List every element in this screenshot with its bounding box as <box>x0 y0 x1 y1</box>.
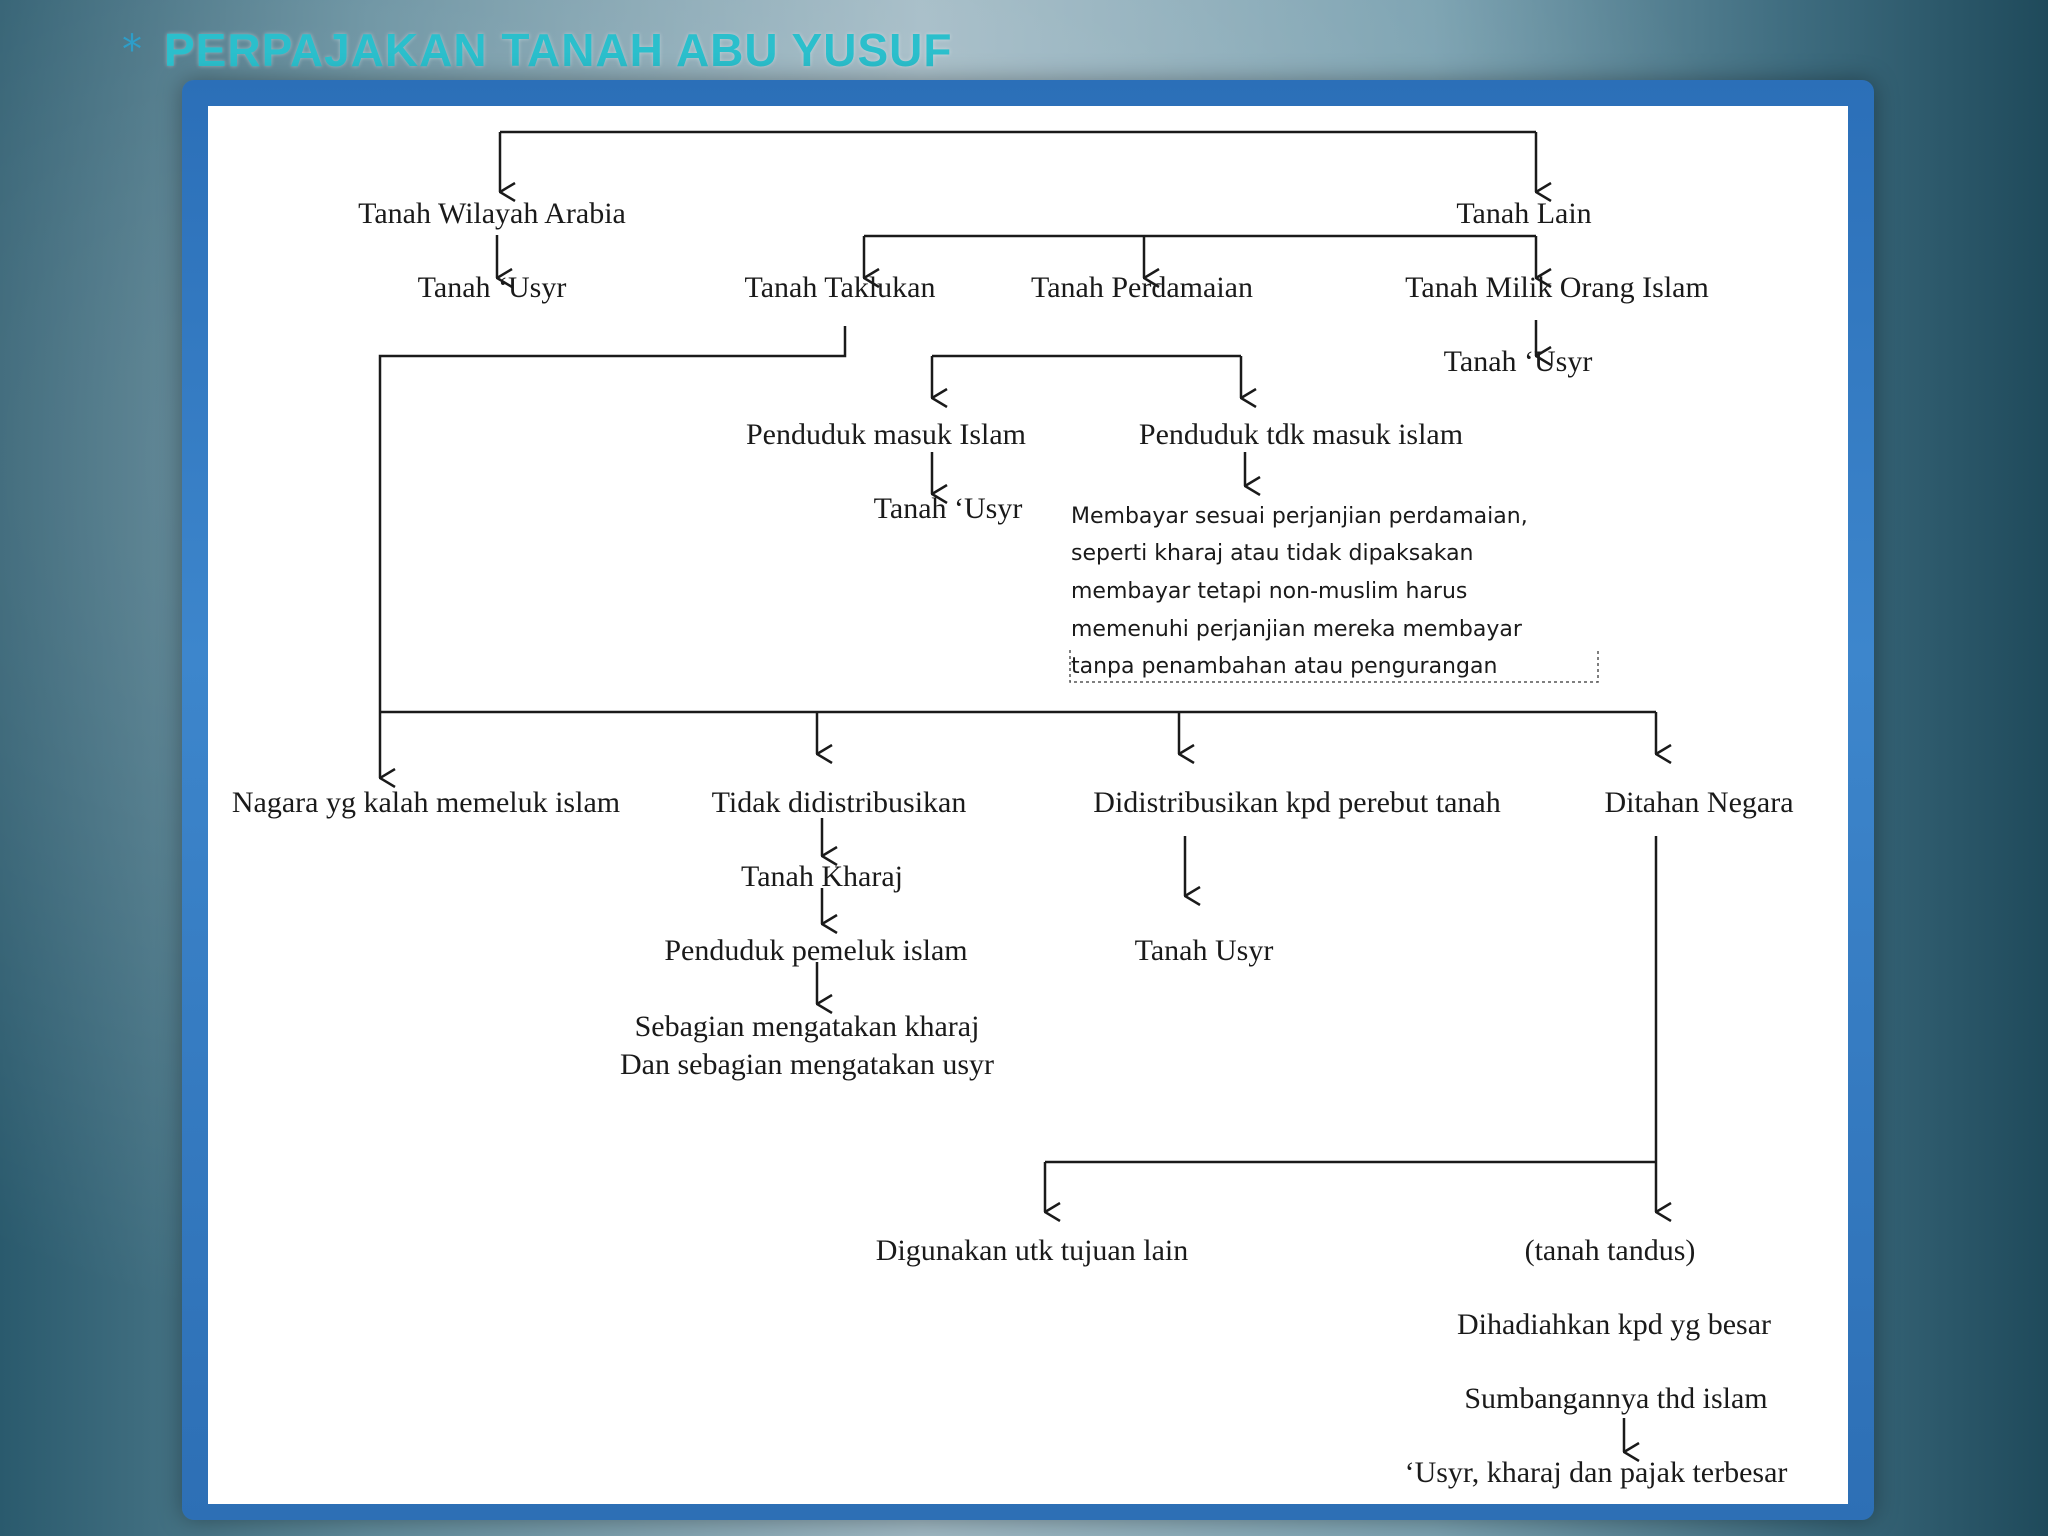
node-usyr-kharaj-pajak: ‘Usyr, kharaj dan pajak terbesar <box>1405 1456 1788 1489</box>
node-negara-kalah: Nagara yg kalah memeluk islam <box>232 786 620 819</box>
note-perjanjian: Membayar sesuai perjanjian perdamaian, s… <box>1071 504 1528 679</box>
edge-taklukan-down <box>378 326 847 712</box>
node-tanah-lain: Tanah Lain <box>1456 197 1591 230</box>
node-tanah-taklukan: Tanah Taklukan <box>744 271 935 304</box>
slide-title-row: * PERPAJAKAN TANAH ABU YUSUF <box>122 20 952 80</box>
node-ditahan-negara: Ditahan Negara <box>1604 786 1793 819</box>
node-tanah-tandus: (tanah tandus) <box>1525 1234 1696 1267</box>
node-labels: Tanah Wilayah Arabia Tanah Lain Tanah ‘U… <box>232 197 1794 1489</box>
node-tanah-kharaj: Tanah Kharaj <box>741 860 903 893</box>
node-tanah-milik-orang-islam: Tanah Milik Orang Islam <box>1405 271 1709 304</box>
note-line: memenuhi perjanjian mereka membayar <box>1071 617 1523 642</box>
node-dihadiahkan: Dihadiahkan kpd yg besar <box>1457 1308 1771 1341</box>
node-didistribusikan: Didistribusikan kpd perebut tanah <box>1093 786 1500 819</box>
node-tanah-wilayah-arabia: Tanah Wilayah Arabia <box>358 197 626 230</box>
note-box-border <box>1069 650 1599 683</box>
node-tanah-perdamaian: Tanah Perdamaian <box>1031 271 1253 304</box>
node-tanah-usyr-milik: Tanah ‘Usyr <box>1444 345 1593 378</box>
note-line: tanpa penambahan atau pengurangan <box>1071 654 1497 679</box>
node-tanah-usyr-distribusi: Tanah Usyr <box>1135 934 1274 967</box>
node-sebagian-kharaj: Sebagian mengatakan kharaj <box>635 1010 980 1043</box>
title-bullet: * <box>122 27 142 73</box>
slide-title: PERPAJAKAN TANAH ABU YUSUF <box>164 24 953 76</box>
node-penduduk-pemeluk-islam: Penduduk pemeluk islam <box>664 934 967 967</box>
node-penduduk-masuk-islam: Penduduk masuk Islam <box>746 418 1026 451</box>
node-digunakan-tujuan-lain: Digunakan utk tujuan lain <box>876 1234 1188 1267</box>
note-line: membayar tetapi non-muslim harus <box>1071 579 1467 604</box>
node-tanah-usyr-arabia: Tanah ‘Usyr <box>418 271 567 304</box>
note-line: seperti kharaj atau tidak dipaksakan <box>1071 541 1474 566</box>
node-sumbangan: Sumbangannya thd islam <box>1464 1382 1767 1415</box>
node-sebagian-usyr: Dan sebagian mengatakan usyr <box>620 1048 994 1081</box>
node-penduduk-tdk-masuk-islam: Penduduk tdk masuk islam <box>1139 418 1463 451</box>
node-tanah-usyr-masuk: Tanah ‘Usyr <box>874 492 1023 525</box>
connector-lines <box>378 130 1656 1452</box>
node-tidak-didistribusikan: Tidak didistribusikan <box>712 786 967 819</box>
diagram-panel <box>208 106 1848 1504</box>
note-line: Membayar sesuai perjanjian perdamaian, <box>1071 504 1528 529</box>
